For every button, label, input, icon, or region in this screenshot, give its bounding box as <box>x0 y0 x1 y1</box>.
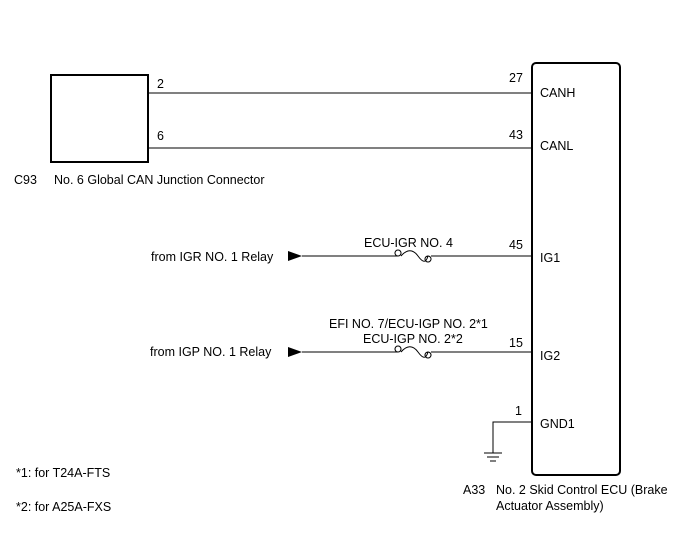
fuse-label: ECU-IGP NO. 2*2 <box>363 332 463 346</box>
pin-label: 27 <box>509 71 523 85</box>
terminal-label: CANL <box>540 139 573 153</box>
footnote: *1: for T24A-FTS <box>16 466 110 480</box>
ecu-box <box>531 62 621 476</box>
junction-connector-name: No. 6 Global CAN Junction Connector <box>54 173 265 187</box>
notes: *1: for T24A-FTS *2: for A25A-FXS <box>16 466 111 514</box>
junction-connector-code: C93 <box>14 173 37 187</box>
footnote: *2: for A25A-FXS <box>16 500 111 514</box>
ecu-code: A33 <box>463 483 485 497</box>
pin-label: 45 <box>509 238 523 252</box>
arrow-icon <box>288 347 302 357</box>
wire-ig2: from IGP NO. 1 Relay EFI NO. 7/ECU-IGP N… <box>150 317 560 363</box>
terminal-label: GND1 <box>540 417 575 431</box>
fuse-icon <box>394 345 432 359</box>
arrow-icon <box>288 251 302 261</box>
source-label: from IGP NO. 1 Relay <box>150 345 272 359</box>
fuse-label: ECU-IGR NO. 4 <box>364 236 453 250</box>
pin-label: 6 <box>157 129 164 143</box>
junction-connector: C93 No. 6 Global CAN Junction Connector <box>14 74 265 187</box>
ecu-name-line2: Actuator Assembly) <box>496 499 604 513</box>
ground-icon <box>484 452 502 462</box>
ecu: A33 No. 2 Skid Control ECU (Brake Actuat… <box>463 62 668 513</box>
terminal-label: IG2 <box>540 349 560 363</box>
ecu-name-line1: No. 2 Skid Control ECU (Brake <box>496 483 668 497</box>
source-label: from IGR NO. 1 Relay <box>151 250 274 264</box>
fuse-icon <box>394 249 432 263</box>
wire-canl: 6 43 CANL <box>148 128 573 153</box>
junction-connector-box <box>50 74 149 163</box>
pin-label: 43 <box>509 128 523 142</box>
terminal-label: CANH <box>540 86 575 100</box>
fuse-label: EFI NO. 7/ECU-IGP NO. 2*1 <box>329 317 488 331</box>
terminal-label: IG1 <box>540 251 560 265</box>
wire-line <box>492 421 532 453</box>
pin-label: 1 <box>515 404 522 418</box>
wire-gnd1: 1 GND1 <box>484 404 575 462</box>
pin-label: 2 <box>157 77 164 91</box>
pin-label: 15 <box>509 336 523 350</box>
wire-ig1: from IGR NO. 1 Relay ECU-IGR NO. 4 45 IG… <box>151 236 560 265</box>
wire-canh: 2 27 CANH <box>148 71 575 100</box>
